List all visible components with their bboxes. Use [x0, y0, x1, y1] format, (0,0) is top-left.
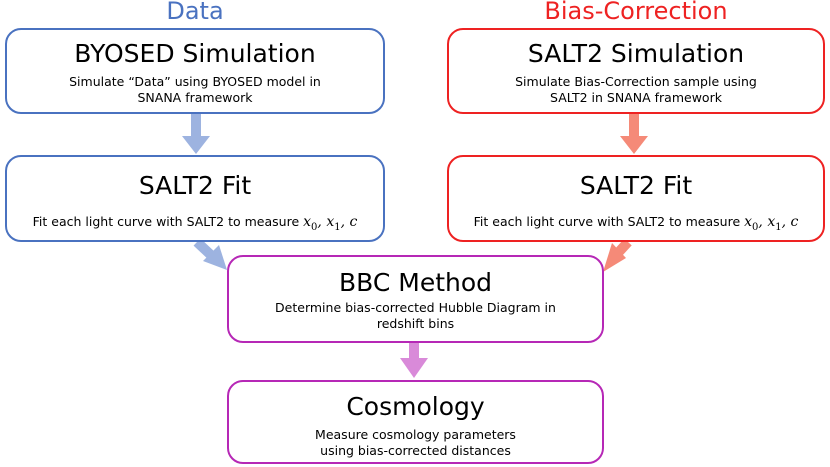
salt2-simulation-title: SALT2 Simulation — [527, 39, 745, 68]
bbc-method-box: BBC Method Determine bias-corrected Hubb… — [227, 255, 604, 343]
salt2-fit-right-title: SALT2 Fit — [579, 171, 693, 200]
salt2-simulation-desc-2: SALT2 in SNANA framework — [550, 90, 722, 105]
arrow-rightfit-to-bbc — [603, 238, 632, 272]
byosed-simulation-box: BYOSED Simulation Simulate “Data” using … — [5, 28, 385, 114]
salt2-fit-right-desc: Fit each light curve with SALT2 to measu… — [449, 214, 823, 236]
salt2-simulation-desc-1: Simulate Bias-Correction sample using — [515, 74, 757, 89]
bbc-method-title: BBC Method — [338, 268, 493, 297]
arrow-leftfit-to-bbc — [193, 238, 227, 270]
salt2-fit-left-desc: Fit each light curve with SALT2 to measu… — [7, 214, 383, 236]
cosmology-title: Cosmology — [346, 392, 485, 421]
bbc-method-desc-1: Determine bias-corrected Hubble Diagram … — [275, 300, 556, 315]
salt2-fit-left-box: SALT2 Fit Fit each light curve with SALT… — [5, 155, 385, 242]
salt2-simulation-box: SALT2 Simulation Simulate Bias-Correctio… — [447, 28, 825, 114]
salt2-fit-left-title: SALT2 Fit — [138, 171, 252, 200]
bias-correction-column-title: Bias-Correction — [544, 0, 728, 25]
arrow-bbc-to-cosmology — [400, 341, 428, 378]
byosed-simulation-title: BYOSED Simulation — [74, 39, 316, 68]
salt2-fit-right-params: x0, x1, c — [744, 214, 799, 233]
cosmology-desc-2: using bias-corrected distances — [320, 443, 511, 458]
cosmology-box: Cosmology Measure cosmology parameters u… — [227, 380, 604, 464]
data-column-title: Data — [166, 0, 224, 25]
arrow-byosed-to-fit — [182, 113, 210, 154]
bbc-method-desc-2: redshift bins — [376, 316, 455, 331]
byosed-simulation-desc-1: Simulate “Data” using BYOSED model in — [69, 74, 321, 89]
salt2-fit-left-params: x0, x1, c — [303, 214, 358, 233]
salt2-fit-left-desc-text: Fit each light curve with SALT2 to measu… — [32, 214, 300, 229]
salt2-fit-right-desc-text: Fit each light curve with SALT2 to measu… — [473, 214, 741, 229]
byosed-simulation-desc-2: SNANA framework — [137, 90, 253, 105]
arrow-salt2sim-to-fit — [620, 113, 648, 154]
salt2-fit-right-box: SALT2 Fit Fit each light curve with SALT… — [447, 155, 825, 242]
cosmology-desc-1: Measure cosmology parameters — [315, 427, 516, 442]
